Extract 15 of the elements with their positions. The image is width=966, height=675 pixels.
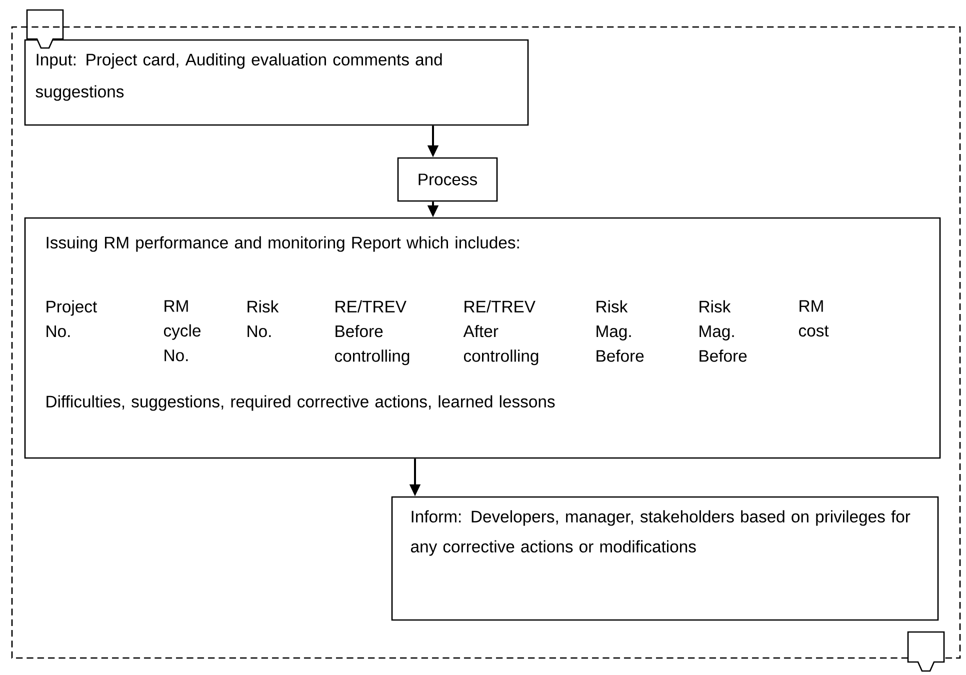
box-text: RM cost	[799, 300, 829, 337]
box-text: Project No.	[46, 300, 98, 338]
box-text: RM cycle No.	[164, 300, 200, 362]
offpage-connector	[26, 9, 64, 49]
box-text: Risk Mag. Before	[596, 300, 644, 362]
box-text: RE/TREV Before controlling	[334, 300, 410, 366]
box-text: Risk No.	[248, 300, 279, 338]
offpage-connector	[907, 631, 945, 672]
box-text: RE/TREV After controlling	[463, 300, 538, 366]
box-text: Difficulties, suggestions, required corrective actions, learned lessons	[46, 395, 555, 411]
box-text: Risk Mag. Before	[700, 300, 747, 362]
box-text: Process	[418, 174, 477, 186]
box-text: Issuing RM performance and monitoring Report which includes:	[46, 236, 519, 252]
box-text: Input: Project card, Auditing evaluation comments and suggestions	[36, 53, 442, 101]
box-text: Inform: Developers, manager, stakeholders based on privileges for any corrective actions or modifications	[410, 510, 910, 556]
